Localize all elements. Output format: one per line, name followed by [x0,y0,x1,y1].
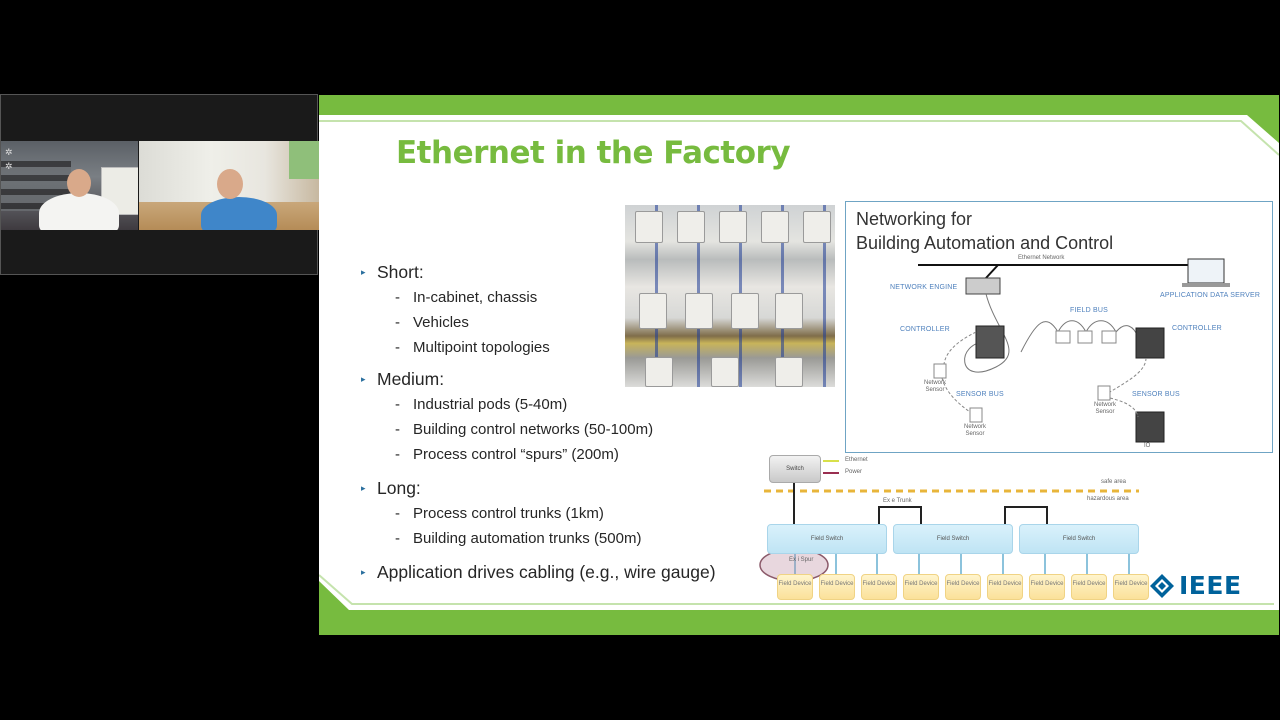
field-device: Field Device [777,574,813,600]
network-wires [918,258,1230,443]
participant-2-body [201,197,277,230]
video-gallery: ✲ ✲ [0,94,319,275]
ieee-logo: IEEE [1149,571,1242,600]
bottom-accent-line [319,574,1274,605]
bullet-list: ▸Short: -In-cabinet, chassis -Vehicles -… [361,253,716,585]
field-device: Field Device [1071,574,1107,600]
bottom-green-band [319,581,1279,635]
cabinet-photo [625,205,835,387]
sub-bullet: -Industrial pods (5-40m) [395,396,568,413]
network-engine-device [965,277,1001,295]
participant-1-head [67,169,91,197]
participant-2-head [217,169,243,199]
video-tile-participant-2[interactable] [139,141,319,230]
slide-title: Ethernet in the Factory [396,135,791,171]
field-device: Field Device [945,574,981,600]
field-switch: Field Switch [1019,524,1139,554]
sub-bullet: -In-cabinet, chassis [395,289,538,306]
presentation-slide: Ethernet in the Factory ▸Short: -In-cabi… [319,95,1279,635]
field-switch: Field Switch [893,524,1013,554]
field-device: Field Device [1113,574,1149,600]
building-automation-diagram: Networking for Building Automation and C… [845,201,1273,453]
ieee-diamond-icon [1150,573,1174,598]
field-device: Field Device [861,574,897,600]
top-accent-line [319,120,1279,156]
bullet-triangle-icon: ▸ [361,567,366,577]
exd-wires [759,460,1139,582]
video-tile-participant-1[interactable]: ✲ ✲ [1,141,138,230]
controller-right-device [1135,327,1165,359]
field-device: Field Device [987,574,1023,600]
sub-bullet: -Process control “spurs” (200m) [395,446,619,463]
background-window [289,141,319,179]
field-switch: Field Switch [767,524,887,554]
bullet-triangle-icon: ▸ [361,267,366,277]
field-device: Field Device [903,574,939,600]
bullet-application: ▸Application drives cabling (e.g., wire … [361,559,716,585]
sub-bullet: -Building automation trunks (500m) [395,530,642,547]
switch-box: Switch [769,455,821,483]
video-icon: ✲ [5,161,13,171]
sub-bullet: -Building control networks (50-100m) [395,421,654,438]
hazardous-area-diagram: Switch Ethernet Power safe area hazardou… [759,451,1159,611]
controller-left-device [975,325,1005,359]
slide-frame-decoration [319,95,1279,635]
bullet-triangle-icon: ▸ [361,483,366,493]
io-device [1135,411,1165,443]
sub-bullet: -Multipoint topologies [395,339,550,356]
audio-icon: ✲ [5,147,13,157]
bullet-triangle-icon: ▸ [361,374,366,384]
sub-bullet: -Process control trunks (1km) [395,505,604,522]
field-device: Field Device [1029,574,1065,600]
top-green-band [319,95,1279,143]
diagram-title: Networking for Building Automation and C… [856,209,1114,253]
bullet-long: ▸Long: [361,475,716,501]
participant-1-body [39,193,119,230]
bullet-medium: ▸Medium: [361,366,716,392]
bullet-short: ▸Short: [361,259,716,285]
field-device: Field Device [819,574,855,600]
server-laptop-icon [1187,258,1225,284]
sub-bullet: -Vehicles [395,314,469,331]
